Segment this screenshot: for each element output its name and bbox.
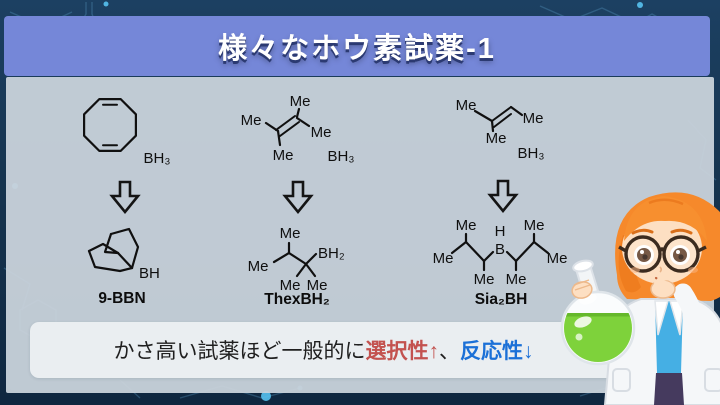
tetramethylethylene-structure: Me Me Me Me BH₃ xyxy=(241,93,355,165)
scientist-character xyxy=(560,192,720,405)
cyclooctadiene-structure: BH₃ xyxy=(82,97,171,167)
methyl-label: Me xyxy=(456,97,477,114)
product-name-thexbh2: ThexBH₂ xyxy=(264,291,330,308)
borane-label: BH₃ xyxy=(144,150,171,167)
methyl-label: Me xyxy=(506,271,527,288)
footer-comma: 、 xyxy=(439,340,460,363)
selectivity-up-text: 選択性↑ xyxy=(365,340,440,363)
skirt xyxy=(654,373,684,405)
footer-note-bar: かさ高い試薬ほど一般的に選択性↑、反応性↓ xyxy=(30,322,617,378)
methylbutene-structure: Me Me Me BH₃ xyxy=(456,97,545,162)
methyl-label: Me xyxy=(311,124,332,141)
down-arrow-icon xyxy=(109,180,141,215)
methyl-label: Me xyxy=(524,217,545,234)
methyl-label: Me xyxy=(248,258,269,275)
product-name-sia2bh: Sia₂BH xyxy=(475,291,528,308)
methyl-label: Me xyxy=(241,112,262,129)
nine-bbn-structure: BH 9-BBN xyxy=(87,227,160,307)
methyl-label: Me xyxy=(456,217,477,234)
down-arrow-icon xyxy=(487,179,519,214)
methyl-label: Me xyxy=(486,130,507,147)
hydride-label: H xyxy=(495,223,506,240)
bh-atom-label: BH xyxy=(139,265,160,282)
footer-text: かさ高い試薬ほど一般的に xyxy=(113,340,366,363)
borane-label: BH₃ xyxy=(328,148,355,165)
methyl-label: Me xyxy=(433,250,454,267)
methyl-label: Me xyxy=(273,147,294,164)
down-arrow-icon xyxy=(282,180,314,215)
methyl-label: Me xyxy=(523,110,544,127)
methyl-label: Me xyxy=(474,271,495,288)
thexylborane-structure: Me Me Me Me BH₂ ThexBH₂ xyxy=(248,225,345,308)
methyl-label: Me xyxy=(280,225,301,242)
reactivity-down-text: 反応性↓ xyxy=(460,340,534,363)
disiamylborane-structure: H B Me Me Me Me Me Me Sia₂BH xyxy=(433,217,568,308)
methyl-label: Me xyxy=(290,93,311,110)
bh2-atom-label: BH₂ xyxy=(318,245,345,262)
product-name-9bbn: 9-BBN xyxy=(98,290,145,307)
boron-atom-label: B xyxy=(495,241,505,258)
borane-label: BH₃ xyxy=(518,145,545,162)
